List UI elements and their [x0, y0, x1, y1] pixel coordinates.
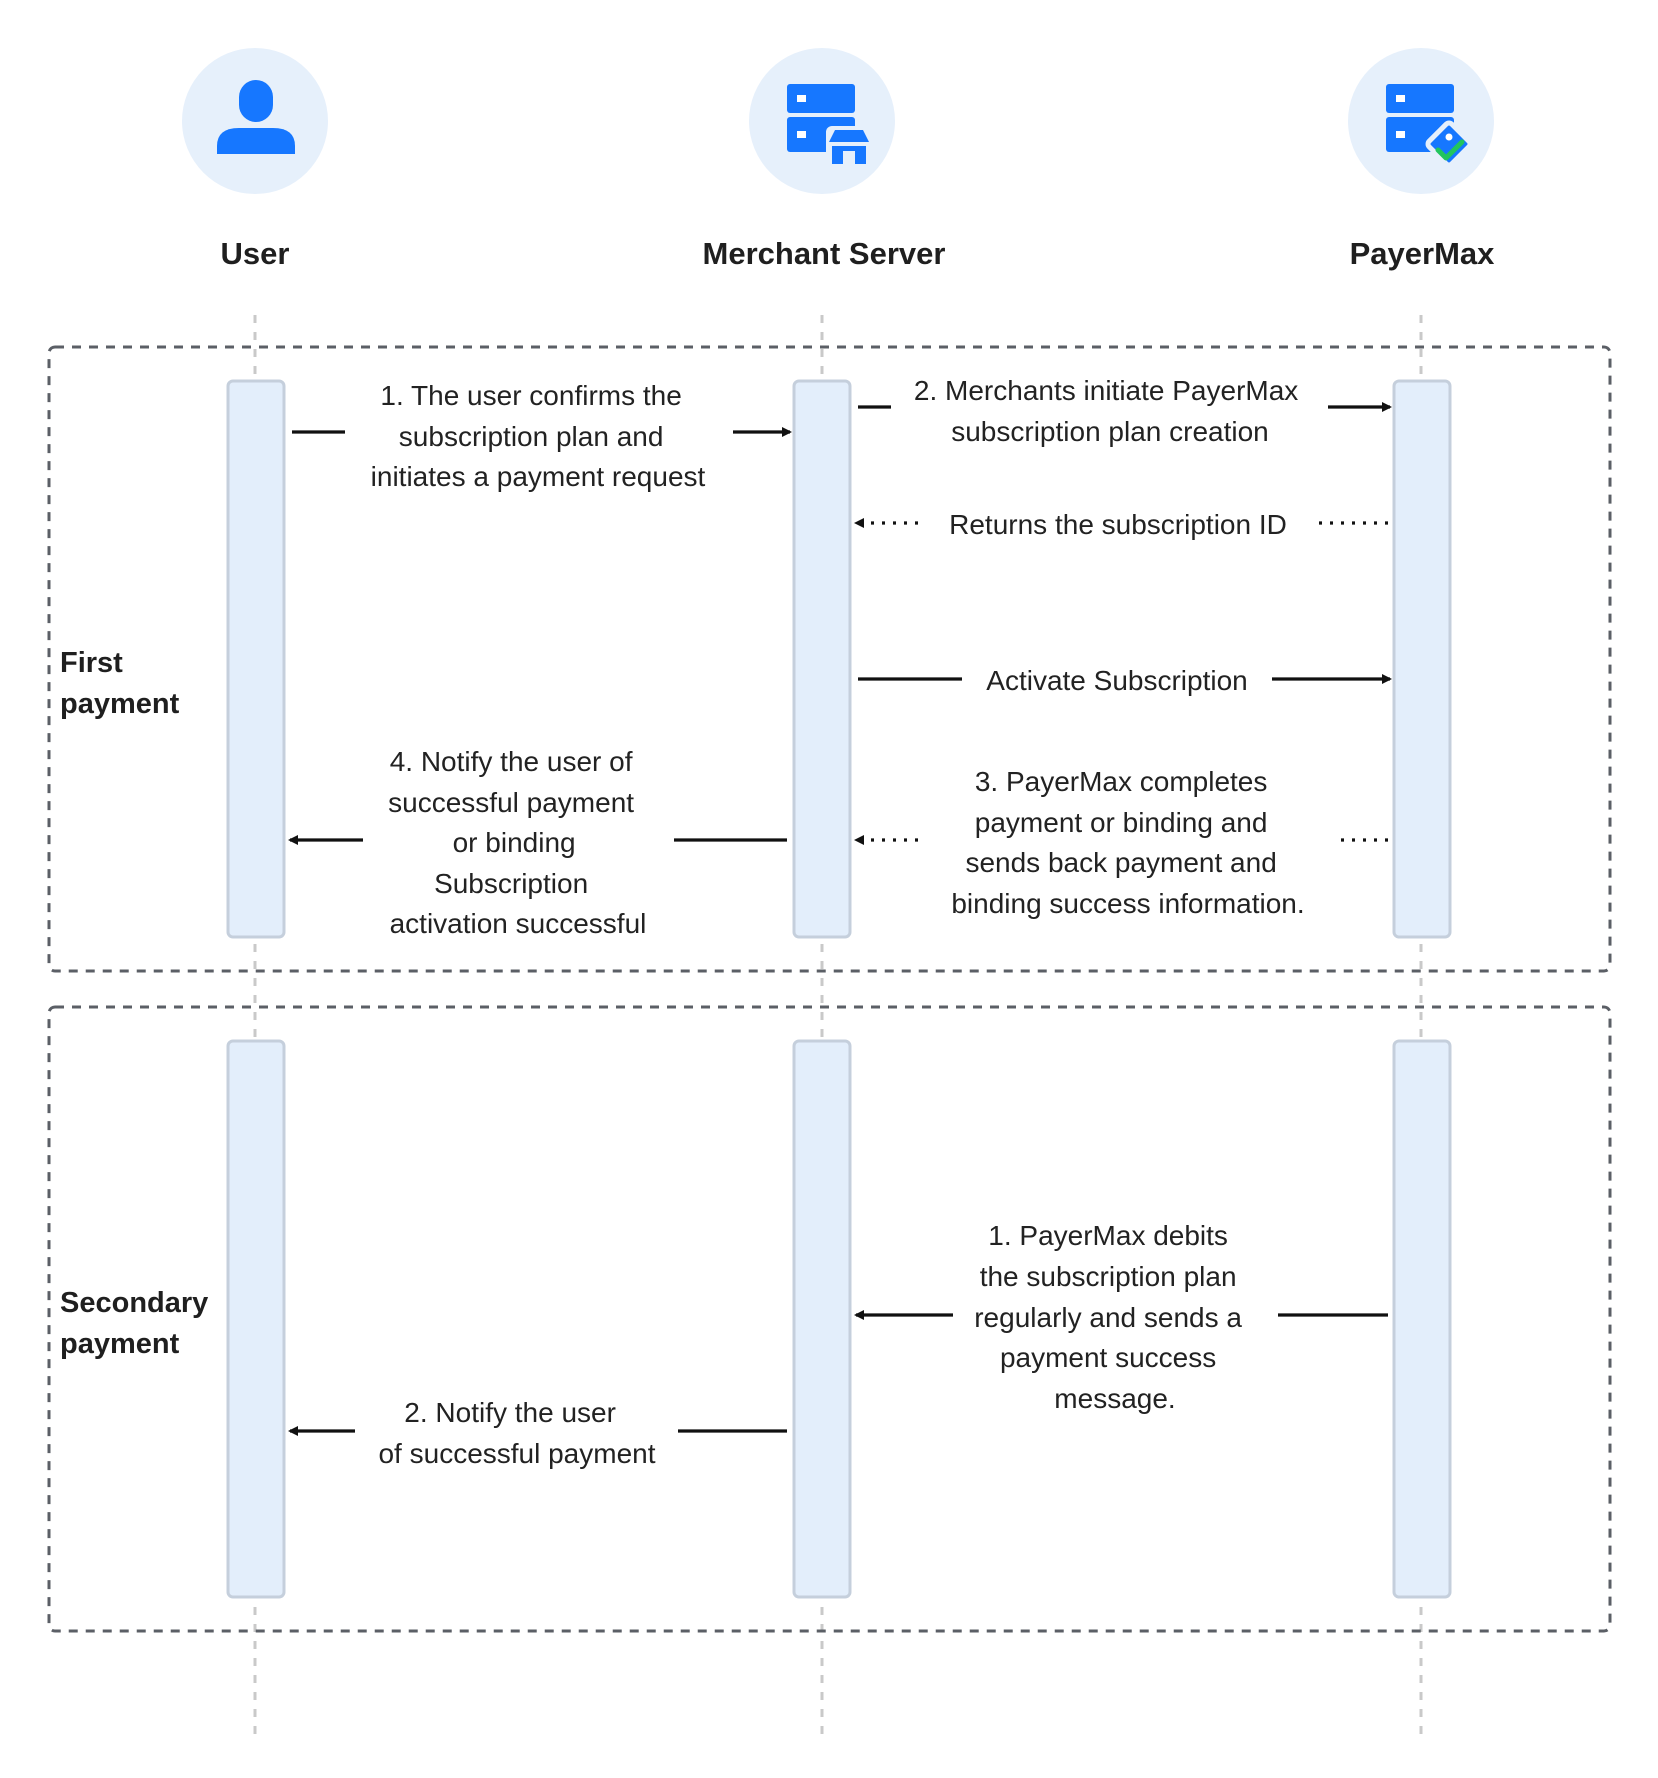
message-return-subscription-id: Returns the subscription ID — [854, 509, 1388, 540]
actor-label-user: User — [221, 236, 290, 271]
secondary-message-1-payermax-to-merchant: 1. PayerMax debits the subscription plan… — [854, 1220, 1388, 1414]
section-label-secondary-payment: Secondary payment — [60, 1287, 216, 1360]
message-2-merchant-to-payermax: 2. Merchants initiate PayerMax subscript… — [858, 375, 1392, 447]
message-1-user-to-merchant: 1. The user confirms the subscription pl… — [292, 380, 792, 492]
secondary-message-2-text: 2. Notify the user of successful payment — [378, 1397, 655, 1469]
message-4-text: 4. Notify the user of successful payment… — [388, 746, 646, 939]
secondary-message-1-text: 1. PayerMax debits the subscription plan… — [974, 1220, 1250, 1414]
check-badge-icon — [1425, 120, 1473, 168]
user-icon — [217, 80, 295, 154]
merchant-server-icon — [787, 84, 872, 166]
message-4-merchant-to-user: 4. Notify the user of successful payment… — [288, 746, 787, 939]
activate-text: Activate Subscription — [986, 665, 1247, 696]
payermax-server-icon — [1386, 84, 1473, 168]
section-label-first-payment: First payment — [60, 647, 180, 720]
message-2-text: 2. Merchants initiate PayerMax subscript… — [914, 375, 1306, 447]
message-3-payermax-to-merchant: 3. PayerMax completes payment or binding… — [854, 766, 1388, 919]
secondary-message-2-merchant-to-user: 2. Notify the user of successful payment — [288, 1397, 787, 1469]
activation-user-first — [226, 379, 286, 939]
message-1-text: 1. The user confirms the subscription pl… — [371, 380, 706, 492]
actor-payermax — [1348, 48, 1494, 194]
message-activate-subscription: Activate Subscription — [858, 665, 1392, 696]
message-3-text: 3. PayerMax completes payment or binding… — [951, 766, 1304, 919]
activation-merchant-first — [792, 379, 852, 939]
activation-payermax-first — [1392, 379, 1452, 939]
actor-user — [182, 48, 328, 194]
storefront-icon — [826, 126, 872, 166]
activation-payermax-secondary — [1392, 1039, 1452, 1599]
actor-merchant — [749, 48, 895, 194]
actor-label-payermax: PayerMax — [1350, 236, 1496, 271]
activation-user-secondary — [226, 1039, 286, 1599]
activation-merchant-secondary — [792, 1039, 852, 1599]
return-id-text: Returns the subscription ID — [949, 509, 1287, 540]
actor-label-merchant: Merchant Server — [703, 236, 946, 271]
